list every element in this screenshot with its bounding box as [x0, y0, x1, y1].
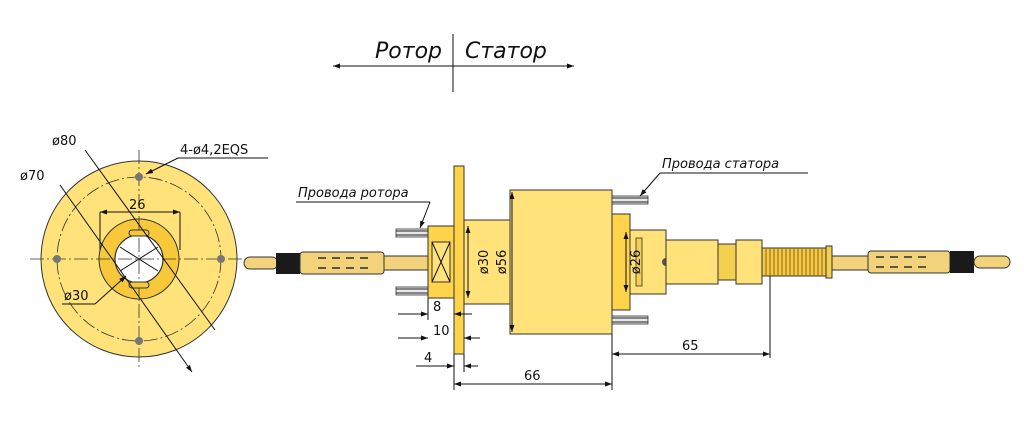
slot [128, 281, 150, 289]
rotor-wire-bundle [395, 228, 429, 296]
dim-l66: 66 [524, 369, 541, 384]
dim-l8: 8 [433, 300, 441, 315]
black-sleeve [276, 253, 300, 274]
mount-hole [135, 173, 143, 181]
dim-d30-side: ø30 [477, 250, 492, 275]
stator-heading: Статор [465, 39, 547, 64]
dim-d30-front: ø30 [64, 289, 89, 304]
flange [453, 165, 465, 355]
dim-d80: ø80 [52, 134, 77, 149]
neck [463, 219, 511, 305]
dim-w26: 26 [129, 198, 146, 213]
front-view: ø80 ø70 4-ø4,2EQS 26 ø30 [20, 134, 268, 373]
rear-step [611, 213, 631, 311]
mount-hole [53, 255, 61, 263]
stator-wire-bundle [611, 195, 649, 325]
rotor-heading: Ротор [375, 39, 442, 64]
dim-d26: ø26 [629, 250, 644, 275]
dim-holes: 4-ø4,2EQS [180, 143, 248, 158]
rotor-cable [243, 251, 429, 275]
dim-d56: ø56 [495, 250, 510, 275]
stator-body [509, 189, 613, 335]
rotor-stator-header: Ротор Статор [333, 34, 574, 92]
stator-cable [831, 250, 1011, 274]
mount-hole [217, 255, 225, 263]
black-sleeve [950, 251, 974, 273]
dim-d70: ø70 [20, 169, 45, 184]
rotor-wires-label: Провода ротора [298, 186, 409, 201]
dim-l4: 4 [424, 351, 432, 366]
spring-relief [761, 245, 833, 279]
stator-wires-label: Провода статора [662, 157, 779, 172]
mount-hole [135, 337, 143, 345]
side-view: Провода ротора Провода статора ø30 ø56 ø… [243, 157, 1011, 390]
dim-l10: 10 [433, 324, 450, 339]
dim-l65: 65 [682, 339, 699, 354]
